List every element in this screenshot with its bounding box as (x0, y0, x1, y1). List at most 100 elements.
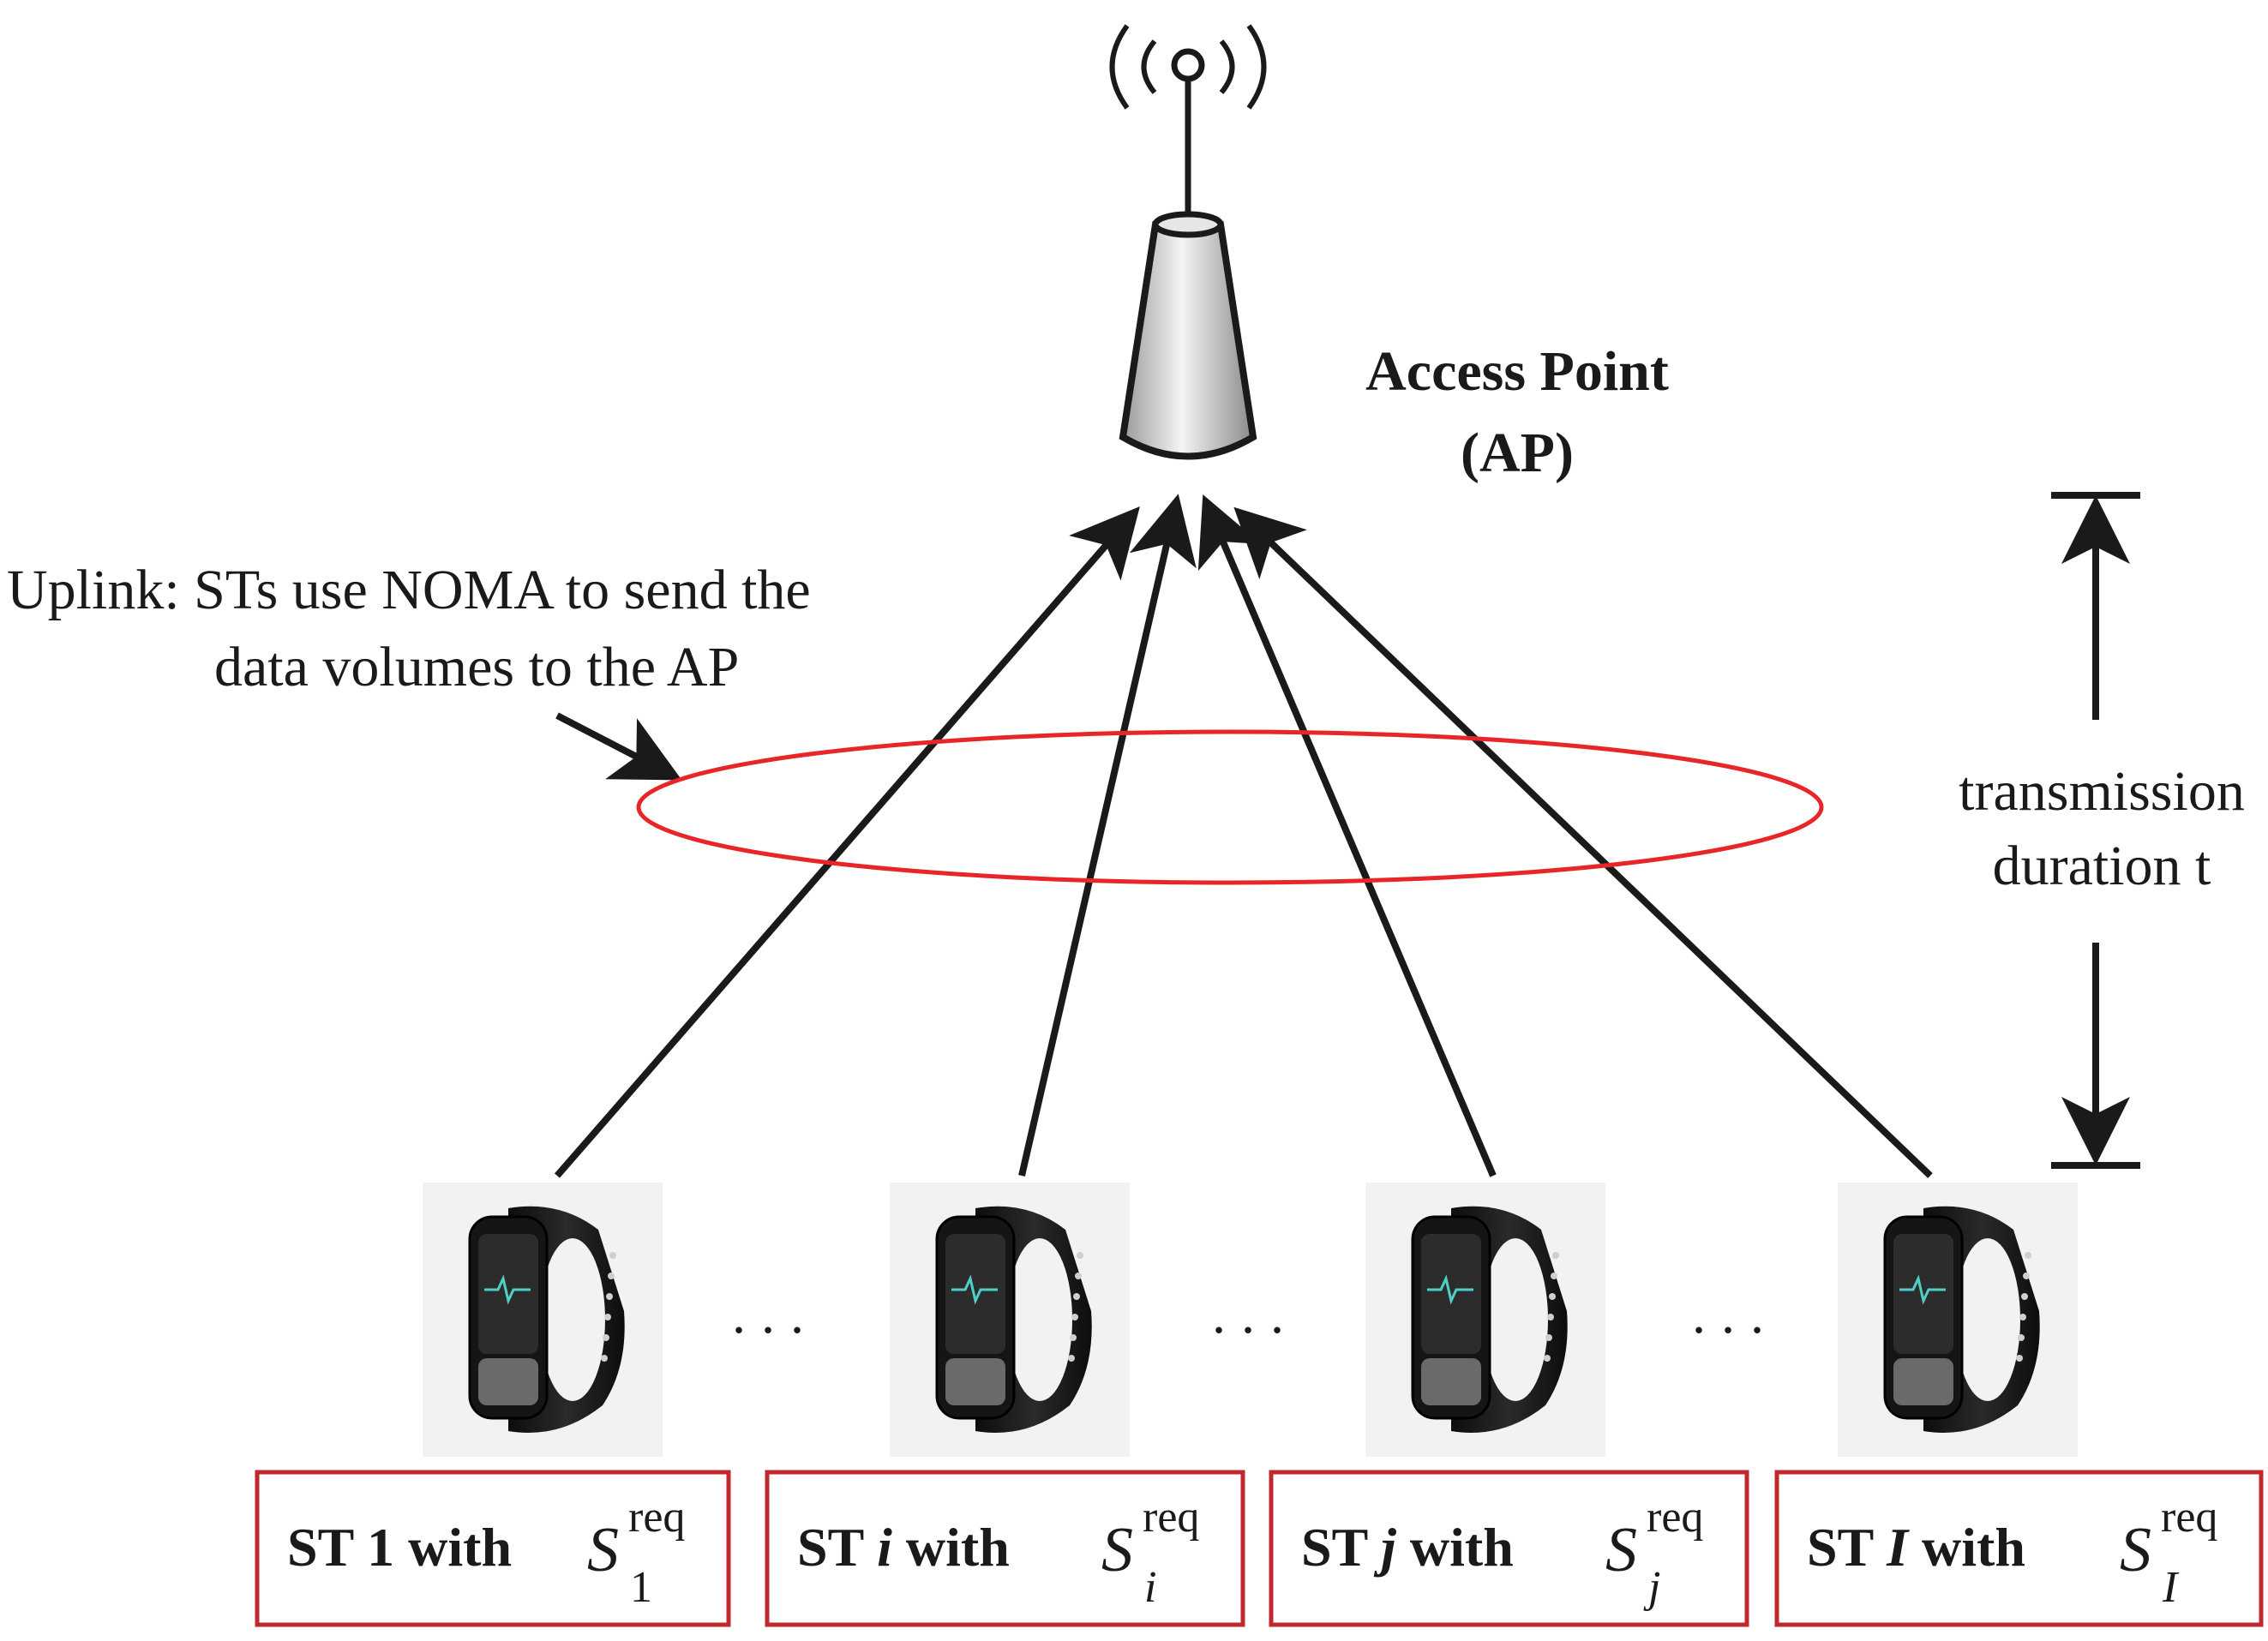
station-name: ST i with (797, 1517, 1010, 1578)
station-data-superscript: req (2161, 1493, 2217, 1542)
watch-band-opening (1955, 1238, 2020, 1401)
band-hole-icon (1545, 1334, 1552, 1341)
watch-screen-icon (478, 1234, 538, 1354)
station-data-subscript: j (1643, 1563, 1660, 1612)
band-hole-icon (601, 1355, 608, 1362)
station-data-superscript: req (1143, 1493, 1199, 1542)
noma-ellipse (636, 729, 1824, 885)
watch-button-icon (1421, 1358, 1481, 1405)
watch-button-icon (478, 1358, 538, 1405)
smartwatch-icon (890, 1183, 1130, 1457)
band-hole-icon (2023, 1273, 2030, 1279)
station-suffix: with (892, 1517, 1010, 1578)
station-prefix: ST (797, 1517, 877, 1578)
station-index: 1 (367, 1517, 394, 1578)
band-hole-icon (1077, 1252, 1083, 1259)
band-hole-icon (1071, 1314, 1078, 1321)
watch-screen-icon (1893, 1234, 1953, 1354)
station-box-border (1269, 1470, 1749, 1627)
band-hole-icon (2025, 1252, 2031, 1259)
station-name: ST I with (1807, 1517, 2025, 1578)
station-data-symbol: S (1101, 1515, 1133, 1585)
station-data-symbol: S (2120, 1515, 2151, 1585)
ellipsis-2: ... (1212, 1284, 1299, 1345)
duration-label-line1: transmission (1959, 760, 2245, 823)
station-name: ST 1 with (287, 1517, 512, 1578)
station-prefix: ST (287, 1517, 367, 1578)
band-hole-icon (609, 1252, 616, 1259)
ellipsis-3: ... (1692, 1284, 1779, 1345)
smartwatch-icon (423, 1183, 663, 1457)
uplink-arrow-stI (1233, 506, 1933, 1178)
tower-top-icon (1152, 211, 1224, 238)
band-hole-icon (1551, 1273, 1557, 1279)
band-hole-icon (1075, 1273, 1082, 1279)
uplink-arrows (554, 494, 1933, 1178)
signal-wave-left-inner-icon (1141, 39, 1157, 94)
signal-wave-left-outer-icon (1109, 24, 1130, 110)
uplink-note-line2: data volumes to the AP (214, 636, 739, 698)
watch-band-opening (1007, 1238, 1072, 1401)
watch-screen-icon (1421, 1234, 1481, 1354)
band-hole-icon (1070, 1334, 1077, 1341)
antenna-tip-icon (1171, 48, 1205, 82)
station-prefix: ST (1807, 1517, 1887, 1578)
ap-label-line2: (AP) (1461, 422, 1574, 484)
station-data-symbol: S (1605, 1515, 1637, 1585)
watch-band-opening (540, 1238, 605, 1401)
signal-wave-right-inner-icon (1219, 39, 1235, 94)
watch-button-icon (1893, 1358, 1953, 1405)
uplink-arrow-stj (1197, 494, 1497, 1177)
smartwatch-icon (1365, 1183, 1605, 1457)
uplink-note-line1: Uplink: STs use NOMA to send the (7, 559, 811, 621)
station-data-subscript: i (1144, 1563, 1156, 1612)
band-hole-icon (1547, 1314, 1554, 1321)
duration-marker (2051, 492, 2140, 1169)
band-hole-icon (1552, 1252, 1559, 1259)
station-box-border (255, 1470, 731, 1627)
heart-rate-icon (951, 1274, 998, 1305)
watch-band-opening (1483, 1238, 1548, 1401)
band-hole-icon (1544, 1355, 1551, 1362)
uplink-pointer-arrow (555, 712, 682, 781)
heart-rate-icon (1899, 1274, 1946, 1305)
signal-wave-right-outer-icon (1246, 24, 1267, 110)
uplink-arrow-st1 (554, 506, 1140, 1178)
band-hole-icon (2018, 1334, 2025, 1341)
band-hole-icon (1073, 1293, 1080, 1300)
station-suffix: with (1396, 1517, 1514, 1578)
band-hole-icon (603, 1334, 609, 1341)
heart-rate-icon (484, 1274, 531, 1305)
station-box-border (1774, 1470, 2264, 1627)
band-hole-icon (2021, 1293, 2028, 1300)
ap-label-line1: Access Point (1365, 340, 1669, 403)
band-hole-icon (1549, 1293, 1556, 1300)
smartwatch-icon (1838, 1183, 2078, 1457)
band-hole-icon (606, 1293, 613, 1300)
watch-screen-icon (945, 1234, 1005, 1354)
access-point-icon (1109, 24, 1267, 460)
heart-rate-icon (1427, 1274, 1473, 1305)
ellipsis-1: ... (732, 1284, 819, 1345)
station-data-superscript: req (628, 1493, 685, 1542)
station-suffix: with (394, 1517, 512, 1578)
watch-button-icon (945, 1358, 1005, 1405)
uplink-arrow-sti (1018, 494, 1197, 1177)
station-data-subscript: 1 (630, 1563, 652, 1612)
station-watches (423, 1183, 2078, 1457)
station-suffix: with (1908, 1517, 2025, 1578)
station-data-superscript: req (1647, 1493, 1703, 1542)
station-data-subscript: I (2162, 1563, 2180, 1612)
band-hole-icon (608, 1273, 615, 1279)
station-index: I (1886, 1517, 1910, 1578)
duration-label-line2: duration t (1993, 835, 2211, 897)
station-index: i (877, 1517, 892, 1578)
station-prefix: ST (1301, 1517, 1381, 1578)
